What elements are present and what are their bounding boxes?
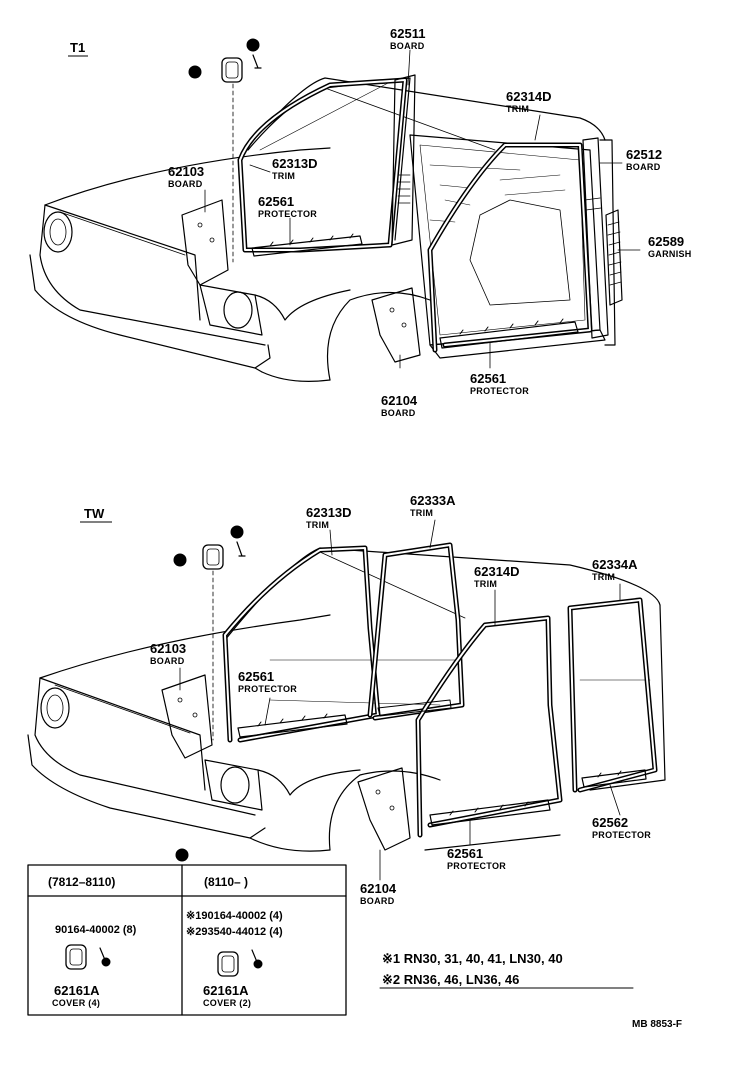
part-desc: BOARD	[168, 179, 203, 189]
table-col1-cover-desc: COVER (4)	[52, 998, 100, 1008]
part-desc: PROTECTOR	[470, 386, 529, 396]
t1-leaders	[204, 49, 641, 369]
table-col1-cover-num: 62161A	[54, 983, 100, 998]
part-desc: BOARD	[381, 408, 416, 418]
table-col2-clip1: ※190164-40002 (4)	[186, 910, 283, 922]
t1-cab-drawing	[29, 77, 616, 382]
tw-protector-mid	[377, 699, 452, 717]
tw-trim-62333A	[367, 542, 465, 721]
part-desc: PROTECTOR	[592, 830, 651, 840]
tw-trim-62314D	[415, 615, 563, 838]
table-col2-clip2: ※293540-44012 (4)	[186, 926, 283, 938]
part-number: 62314D	[506, 89, 552, 104]
drawing-reference: MB 8853-F	[632, 1019, 682, 1030]
part-desc: TRIM	[272, 171, 295, 181]
tw-board-62104	[357, 767, 411, 851]
tw-trim-62313D	[222, 545, 381, 743]
part-number: 62334A	[592, 557, 638, 572]
part-number: 62561	[258, 194, 294, 209]
note-2: ※2 RN36, 46, LN36, 46	[382, 972, 519, 987]
tw-protector-62562	[581, 769, 647, 788]
part-number: 62103	[168, 164, 204, 179]
part-number: 62313D	[306, 505, 352, 520]
t1-trim-62313D	[237, 77, 408, 253]
part-number: 62104	[381, 393, 418, 408]
section-label-tw: TW	[84, 506, 105, 521]
part-desc: PROTECTOR	[447, 861, 506, 871]
t1-part-labels: 62511 BOARD 62314D TRIM 62512 BOARD 6210…	[168, 26, 692, 418]
t1-trim-62314D	[427, 142, 593, 353]
part-desc: BOARD	[360, 896, 395, 906]
table-col2-cover-desc: COVER (2)	[203, 998, 251, 1008]
part-number: 62561	[238, 669, 274, 684]
tw-trim-62334A	[567, 597, 658, 793]
part-desc: PROTECTOR	[258, 209, 317, 219]
part-desc: GARNISH	[648, 249, 692, 259]
part-number: 62104	[360, 881, 397, 896]
part-desc: PROTECTOR	[238, 684, 297, 694]
note-1: ※1 RN30, 31, 40, 41, LN30, 40	[382, 951, 563, 966]
part-number: 62561	[470, 371, 506, 386]
t1-board-62512	[582, 137, 609, 339]
table-col2-cover-num: 62161A	[203, 983, 249, 998]
section-label-t1: T1	[70, 40, 85, 55]
part-number: 62313D	[272, 156, 318, 171]
tw-leaders	[179, 519, 621, 881]
table-col1-header: (7812–8110)	[48, 875, 115, 889]
part-desc: TRIM	[306, 520, 329, 530]
tw-part-labels: 62313D TRIM 62333A TRIM 62314D TRIM 6233…	[150, 493, 651, 906]
part-number: 62589	[648, 234, 684, 249]
tw-board-62103	[161, 674, 213, 759]
part-number: 62511	[390, 26, 425, 41]
part-number: 62561	[447, 846, 483, 861]
part-desc: BOARD	[150, 656, 185, 666]
t1-cover-and-clips	[188, 38, 262, 263]
tw-protector-front	[237, 713, 348, 738]
part-number: 62333A	[410, 493, 456, 508]
part-desc: TRIM	[474, 579, 497, 589]
tw-cab-drawing	[27, 547, 666, 852]
part-desc: TRIM	[410, 508, 433, 518]
part-desc: BOARD	[390, 41, 425, 51]
t1-board-62103	[181, 199, 229, 286]
table-text: (7812–8110) (8110– ) 90164-40002 (8) 621…	[48, 875, 283, 1008]
part-number: 62562	[592, 815, 628, 830]
tw-protector-rear-62561	[429, 799, 551, 826]
table-col2-header: (8110– )	[204, 875, 248, 889]
part-number: 62512	[626, 147, 662, 162]
part-number: 62103	[150, 641, 186, 656]
t1-board-62104	[371, 287, 421, 363]
t1-protector-front	[251, 233, 363, 257]
variant-table	[28, 865, 347, 1016]
part-desc: TRIM	[506, 104, 529, 114]
part-desc: TRIM	[592, 572, 615, 582]
part-desc: BOARD	[626, 162, 661, 172]
t1-garnish-62589	[605, 209, 623, 306]
part-number: 62314D	[474, 564, 520, 579]
t1-protector-rear	[439, 318, 579, 349]
table-col1-clip: 90164-40002 (8)	[55, 924, 137, 936]
tw-cover-and-clips	[173, 525, 246, 862]
